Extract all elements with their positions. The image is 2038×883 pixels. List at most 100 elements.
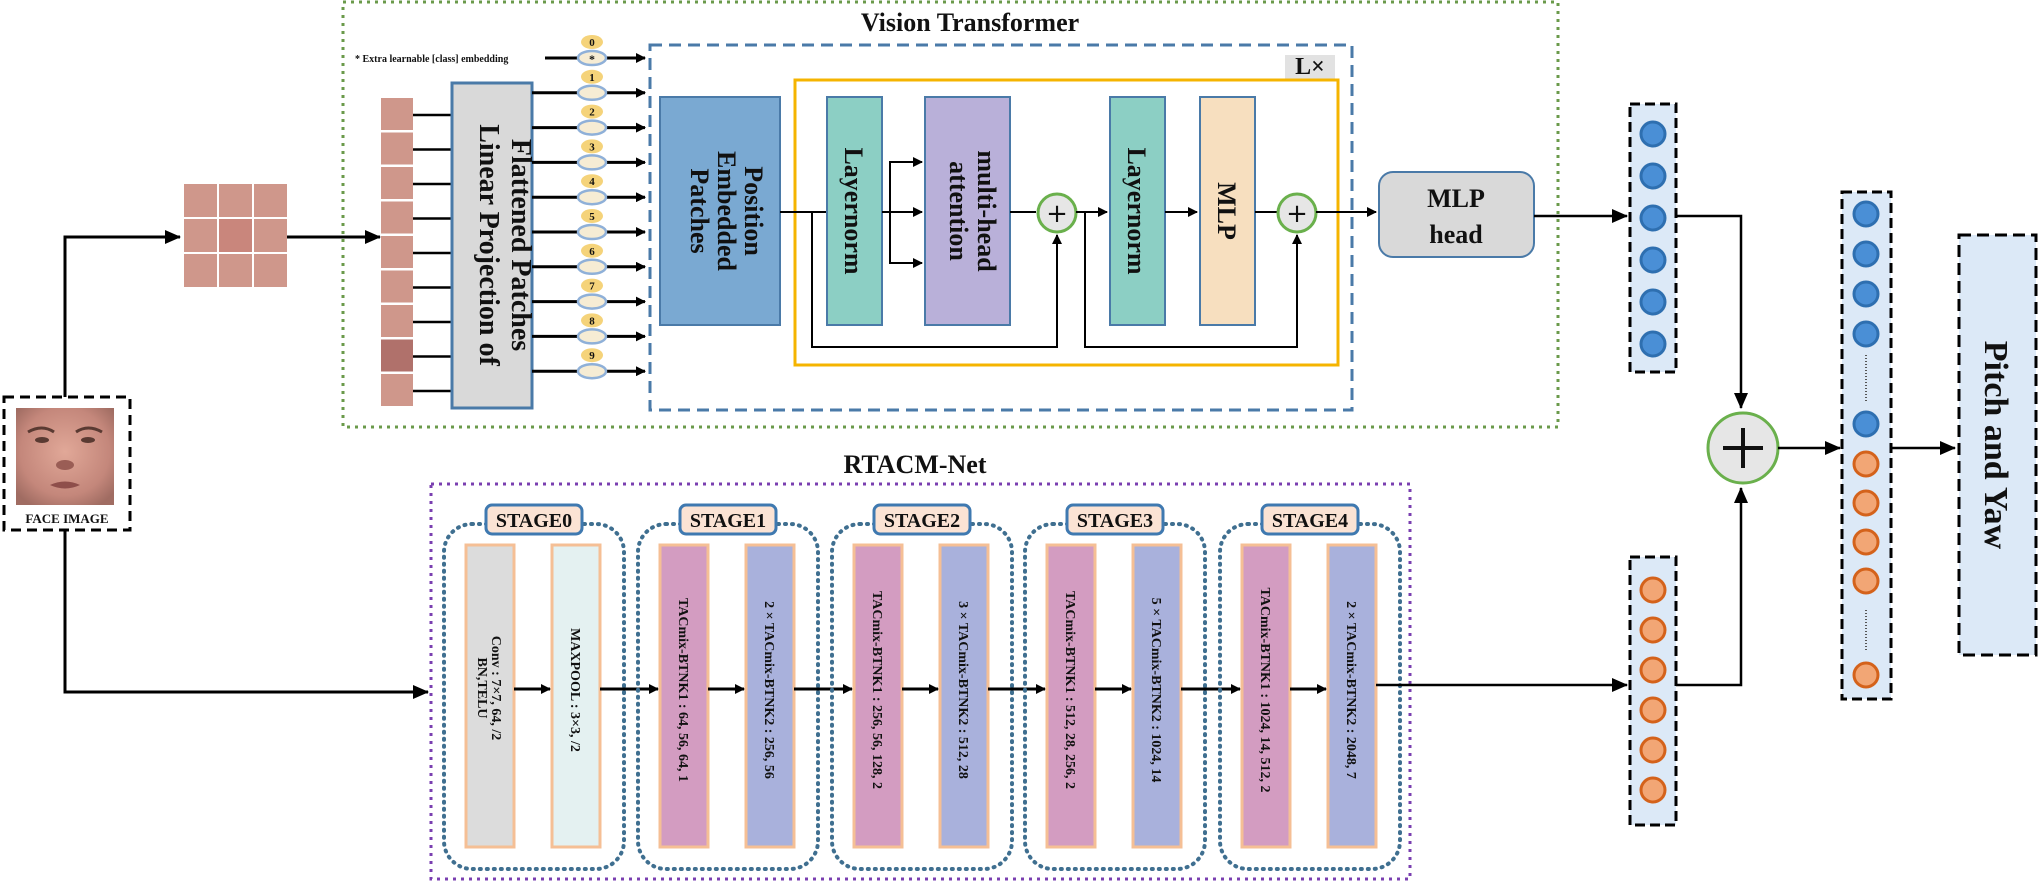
token-embedding	[576, 188, 608, 206]
layernorm-2-label: Layernorm	[1122, 147, 1151, 274]
stage-label: STAGE2	[884, 510, 960, 532]
token-index-badge	[581, 348, 603, 363]
mlp-head-box	[1378, 171, 1535, 258]
layernorm-2-box	[1109, 96, 1166, 326]
fused-node-vit	[1852, 240, 1880, 268]
vit-section: Vision Transformer * Extra learnable [cl…	[341, 0, 1628, 429]
token-embedding	[576, 119, 608, 136]
transformer-box	[648, 43, 1354, 412]
fused-node-cnn	[1852, 450, 1880, 478]
grid-patch	[219, 219, 252, 252]
stage-block	[658, 543, 710, 849]
token-index: 9	[589, 350, 595, 362]
fused-node-vit	[1852, 200, 1880, 228]
grid-patch	[219, 254, 252, 287]
patch-tile	[381, 201, 413, 234]
face-to-patches-arrow	[63, 230, 181, 397]
patch-tile	[381, 132, 413, 165]
stage-label-box	[1065, 503, 1165, 536]
grid-patch	[219, 184, 252, 217]
rtacm-border	[429, 482, 1412, 881]
class-token-symbol: *	[589, 52, 595, 66]
grid-patch	[254, 219, 287, 252]
input-section: FACE IMAGE	[2, 230, 429, 699]
fused-feature-vector	[1840, 190, 1893, 701]
stage-block	[464, 543, 516, 849]
token-index-badge	[581, 243, 603, 258]
fused-node-vit	[1852, 280, 1880, 308]
feature-node-cnn	[1639, 776, 1667, 804]
feature-node-vit	[1639, 330, 1667, 358]
feature-node-vit	[1639, 204, 1667, 232]
stage-block-label: 2 × TACmix-BTNK2 : 2048, 7	[1343, 601, 1358, 779]
mlp-head-line1: MLP	[1427, 184, 1485, 213]
rtacm-title: RTACM-Net	[844, 450, 987, 479]
stage-label: STAGE1	[690, 510, 766, 532]
token-index: 1	[589, 72, 595, 84]
token-index: 8	[589, 315, 595, 327]
fused-node-vit	[1852, 320, 1880, 348]
stage-block-label: 3 × TACmix-BTNK2 : 512, 28	[955, 601, 970, 779]
patch-tile	[381, 98, 413, 130]
stage-block-label: TACmix-BTNK1 : 512, 28, 256, 2	[1062, 591, 1077, 789]
feature-node-cnn	[1639, 616, 1667, 644]
fusion-section: Pitch and Yaw	[1628, 102, 2038, 827]
grid-patch	[254, 184, 287, 217]
stage-block	[744, 543, 796, 849]
token-index: 4	[589, 176, 595, 188]
class-embedding-note: * Extra learnable [class] embedding	[355, 54, 508, 65]
linear-projection-line1: Linear Projection of	[473, 124, 504, 366]
token-index-badge	[581, 139, 603, 154]
stage-label-box	[678, 503, 778, 536]
feature-node-cnn	[1639, 656, 1667, 684]
stage-block-label: MAXPOOL : 3×3, /2	[567, 628, 582, 752]
stage-block-label: TACmix-BTNK1 : 64, 56, 64, 1	[675, 598, 690, 782]
face-image	[16, 408, 114, 505]
token-embedding	[576, 84, 608, 102]
stage-block-label: TACmix-BTNK1 : 256, 56, 128, 2	[869, 591, 884, 789]
mlp-head-line2: head	[1429, 220, 1483, 249]
token-index-badge	[581, 69, 603, 84]
fused-node-cnn	[1852, 489, 1880, 517]
token-embedding	[576, 49, 608, 67]
token-index-badge	[581, 313, 603, 328]
grid-patch	[184, 219, 217, 252]
token-embedding	[576, 362, 608, 380]
stage-block	[1326, 543, 1378, 849]
stage-block	[938, 543, 990, 849]
feature-node-vit	[1639, 120, 1667, 148]
stage-label-box	[872, 503, 972, 536]
repeat-label-bg	[1285, 55, 1335, 79]
token-index-badge	[581, 35, 603, 49]
mlp-label: MLP	[1212, 182, 1241, 240]
stage-label: STAGE0	[496, 510, 572, 532]
repeat-label: L×	[1295, 54, 1325, 80]
patch-column	[381, 98, 452, 406]
grid-patch	[184, 184, 217, 217]
feature-node-cnn	[1639, 576, 1667, 604]
attention-line2: attention	[944, 161, 973, 261]
token-index: 3	[589, 141, 595, 153]
token-index-badge	[581, 104, 603, 119]
fused-node-vit	[1852, 410, 1880, 438]
output-box	[1957, 233, 2038, 657]
stage-block	[550, 543, 602, 849]
token-index: 0	[589, 37, 595, 49]
add-2-symbol: +	[1286, 199, 1308, 229]
token-index-badge	[581, 209, 603, 223]
stage-block-label: BN,TELU	[474, 657, 489, 718]
stage-block	[1240, 543, 1292, 849]
cnn-to-fusion-arrow	[1676, 487, 1748, 687]
linear-projection-box	[450, 81, 534, 410]
token-embedding	[576, 293, 608, 310]
attention-line1: multi-head	[972, 150, 1001, 272]
stage-block-label: Conv : 7×7, 64, /2	[488, 636, 503, 740]
feature-node-vit	[1639, 288, 1667, 316]
grid-patch	[254, 254, 287, 287]
add-1-symbol: +	[1046, 199, 1068, 229]
patch-grid	[184, 184, 287, 287]
face-to-rtacm-arrow	[63, 530, 429, 699]
